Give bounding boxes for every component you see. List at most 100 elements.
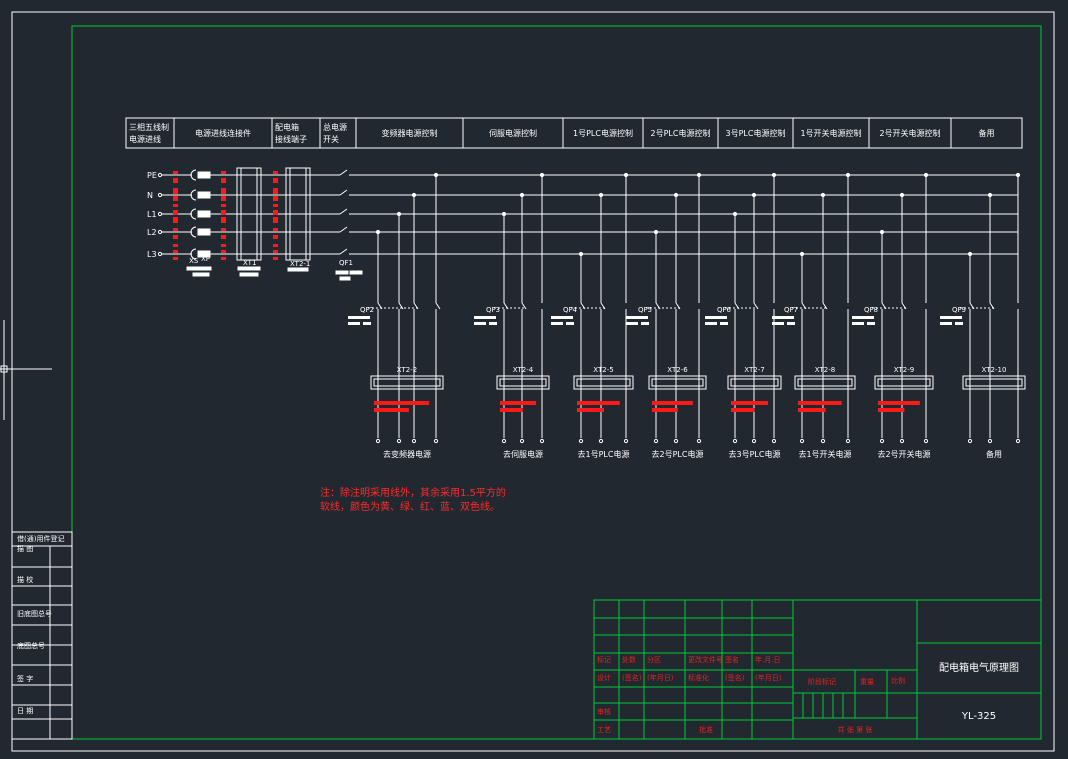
tag-bar <box>720 322 728 325</box>
tag-bar <box>192 272 210 277</box>
wire-color-mark <box>374 401 430 405</box>
wire-mark <box>273 217 278 220</box>
title-stage: 阶段标记 <box>808 677 836 686</box>
wire-mark <box>221 257 226 260</box>
branch-terminal-block-inner <box>576 378 631 387</box>
branch-terminal-block <box>727 375 782 390</box>
output-terminal <box>967 438 973 444</box>
breaker-contact <box>822 302 828 310</box>
title-row1-cell: 分区 <box>647 655 661 664</box>
header-cell-label: 电源进线连接件 <box>195 128 251 138</box>
wire-mark <box>173 188 178 191</box>
wire-color-mark <box>577 401 620 405</box>
junction-dot <box>771 172 777 178</box>
terminal-block-xt1-inner <box>240 167 258 261</box>
wire-color-mark <box>577 408 604 412</box>
terminal-label: XT2-2 <box>397 366 417 374</box>
tag-bar <box>955 322 963 325</box>
destination-label: 去伺服电源 <box>503 449 543 459</box>
wire-mark <box>273 178 278 181</box>
tag-bar <box>348 322 360 325</box>
breaker-label: QF9 <box>952 306 966 314</box>
output-terminal <box>653 438 659 444</box>
branch-terminal-block-inner <box>965 378 1023 387</box>
qf1-contact <box>339 248 348 255</box>
breaker-label: QF6 <box>717 306 732 314</box>
tag-bar <box>239 272 259 277</box>
wire-mark <box>221 212 226 215</box>
tag-bar <box>349 270 363 275</box>
crosshair-cursor <box>0 320 52 420</box>
junction-dot <box>1015 172 1021 178</box>
breaker-label: QF4 <box>563 306 578 314</box>
tag-bar <box>852 316 874 319</box>
wire-mark <box>221 220 226 223</box>
label-xp: XP <box>201 255 210 263</box>
output-terminal <box>879 438 885 444</box>
wire-mark <box>173 236 178 239</box>
tag-bar <box>852 322 864 325</box>
tag-bar <box>867 322 875 325</box>
header-cell-line1: 总电源 <box>323 122 347 132</box>
wire-color-mark <box>500 401 537 405</box>
wire-mark <box>173 204 178 207</box>
bus-label-pe: PE <box>147 171 157 180</box>
terminal-label: XT2-10 <box>982 366 1007 374</box>
socket-symbol <box>197 228 211 236</box>
terminal-label: XT2-5 <box>593 366 613 374</box>
header-cell-label: 3号PLC电源控制 <box>726 128 786 138</box>
tag-bar <box>489 322 497 325</box>
junction-dot <box>598 192 604 198</box>
breaker-contact <box>435 302 441 310</box>
branch-terminal-block-inner <box>499 378 547 387</box>
bus-label-n: N <box>147 191 153 200</box>
output-terminal <box>923 438 929 444</box>
destination-label: 备用 <box>986 449 1002 459</box>
output-terminal <box>623 438 629 444</box>
tag-bar <box>339 276 351 281</box>
wire-color-mark <box>731 408 755 412</box>
output-terminal <box>1015 438 1021 444</box>
title-row2-cell: (签名) <box>725 673 745 682</box>
terminal-block-xt2-1-inner <box>289 167 307 261</box>
branch-terminal-block-inner <box>877 378 931 387</box>
title-row2-cell: 标准化 <box>688 673 709 682</box>
breaker-contact <box>398 302 404 310</box>
note-line-2: 软线，颜色为黄、绿、红、蓝、双色线。 <box>320 500 500 513</box>
header-cell-label: 1号开关电源控制 <box>800 128 861 138</box>
junction-dot <box>375 229 381 235</box>
title-craft: 工艺 <box>597 726 611 734</box>
junction-dot <box>519 192 525 198</box>
wire-color-mark <box>500 408 523 412</box>
output-terminal <box>751 438 757 444</box>
wire-mark <box>221 204 226 207</box>
header-cell-label: 2号PLC电源控制 <box>651 128 711 138</box>
tag-bar <box>787 322 795 325</box>
junction-dot <box>879 229 885 235</box>
title-weight: 重量 <box>860 678 874 686</box>
wire-mark <box>173 250 178 253</box>
header-cell-line1: 配电箱 <box>275 122 299 132</box>
wire-mark <box>173 191 178 194</box>
wiring <box>157 167 1026 444</box>
branch-terminal-block-inner <box>373 378 441 387</box>
tag-bar <box>940 316 962 319</box>
wire-mark <box>273 196 278 199</box>
branch-terminal-block <box>648 375 707 390</box>
wire-mark <box>173 196 178 199</box>
wire-color-mark <box>798 401 842 405</box>
side-table-label: 底图总号 <box>17 641 45 650</box>
wire-mark <box>221 178 226 181</box>
wire-mark <box>173 178 178 181</box>
wire-mark <box>173 198 178 201</box>
output-terminal <box>519 438 525 444</box>
terminal-label: XT2-8 <box>815 366 835 374</box>
title-approve: 批准 <box>699 725 713 734</box>
output-terminal <box>771 438 777 444</box>
tag-bar <box>772 316 794 319</box>
plug-symbol <box>190 189 197 201</box>
title-sheets: 共 张 第 张 <box>838 725 873 734</box>
wire-mark <box>173 257 178 260</box>
wire-mark <box>173 180 178 183</box>
